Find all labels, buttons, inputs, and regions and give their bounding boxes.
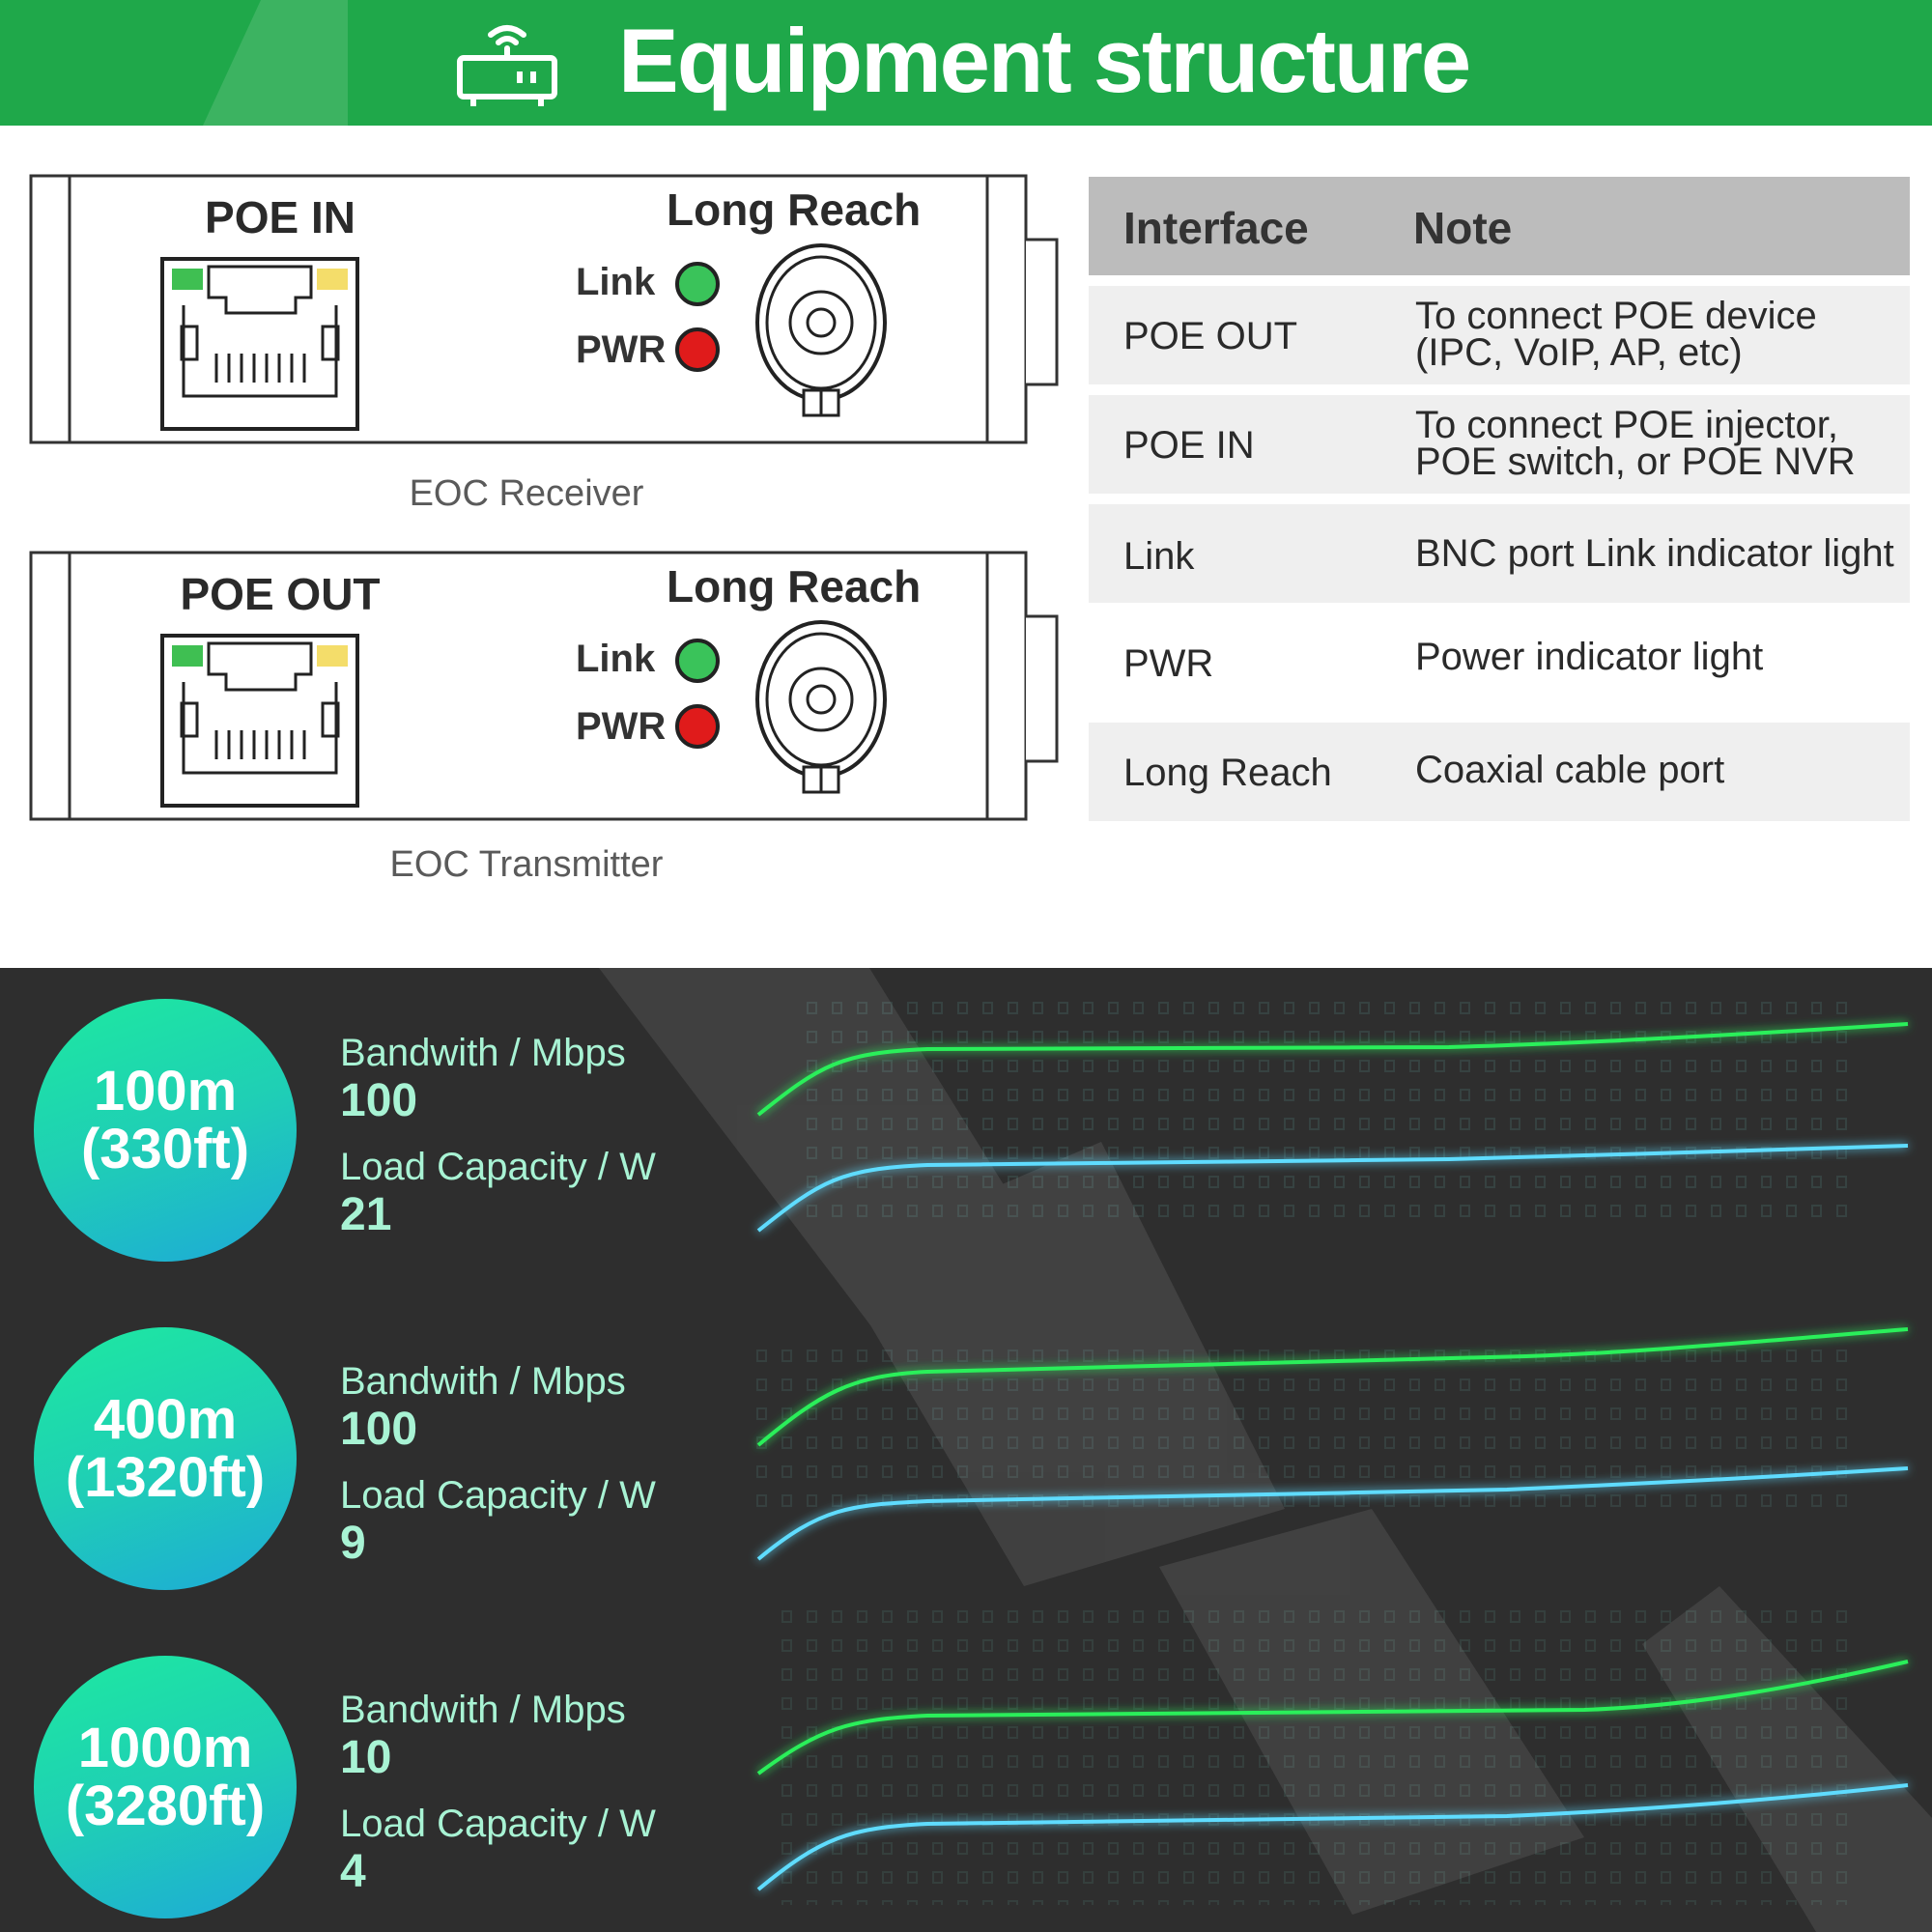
spec-section: 100m (330ft) Bandwith / Mbps 100 Load Ca… xyxy=(0,968,1932,1932)
distance-feet: (3280ft) xyxy=(65,1775,266,1837)
distance-feet: (1320ft) xyxy=(65,1446,266,1509)
signal-line-green xyxy=(756,1660,1909,1776)
grid-pattern xyxy=(773,1596,1855,1905)
link-led-icon xyxy=(675,639,720,683)
distance-meters: 1000m xyxy=(77,1717,253,1779)
router-icon xyxy=(457,25,557,106)
watermark-shape xyxy=(599,968,1932,1932)
bnc-port-icon xyxy=(755,243,887,417)
bnc-port-icon xyxy=(755,620,887,794)
row-note: To connect POE injector, POE switch, or … xyxy=(1415,404,1898,483)
eoc-receiver-panel: POE IN Long Reach Link PWR xyxy=(29,174,1063,444)
pwr-led-icon xyxy=(675,704,720,749)
distance-feet: (330ft) xyxy=(80,1118,250,1180)
table-header: Interface Note xyxy=(1089,177,1910,275)
row-note-line: To connect POE device xyxy=(1415,295,1817,337)
link-label: Link xyxy=(576,261,656,303)
row-interface: PWR xyxy=(1123,642,1214,685)
pwr-label: PWR xyxy=(576,705,667,748)
poe-out-label: POE OUT xyxy=(180,569,381,619)
rj45-port-icon xyxy=(160,257,359,431)
rj45-port-icon xyxy=(160,634,359,808)
load-value: 4 xyxy=(340,1846,366,1897)
row-note: Coaxial cable port xyxy=(1415,749,1725,791)
table-row: PWR Power indicator light xyxy=(1089,613,1910,712)
bandwidth-label: Bandwith / Mbps xyxy=(340,1032,626,1074)
header-note: Note xyxy=(1413,203,1513,253)
load-value: 21 xyxy=(340,1189,392,1240)
link-label: Link xyxy=(576,638,656,680)
distance-meters: 400m xyxy=(93,1388,238,1451)
header-interface: Interface xyxy=(1123,203,1309,253)
bandwidth-label: Bandwith / Mbps xyxy=(340,1360,626,1403)
header-decoration xyxy=(203,0,348,126)
row-interface: POE IN xyxy=(1123,424,1255,467)
spec-background xyxy=(599,968,1932,1932)
pwr-led-icon xyxy=(675,327,720,372)
load-label: Load Capacity / W xyxy=(340,1146,656,1188)
table-row: POE OUT To connect POE device (IPC, VoIP… xyxy=(1089,286,1910,384)
row-note-line: (IPC, VoIP, AP, etc) xyxy=(1415,331,1743,374)
bandwidth-value: 100 xyxy=(340,1075,418,1126)
header-banner: Equipment structure xyxy=(0,0,1932,126)
signal-line-green xyxy=(756,1327,1909,1447)
eoc-transmitter-panel: POE OUT Long Reach Link PWR xyxy=(29,551,1063,821)
bandwidth-value: 100 xyxy=(340,1404,418,1455)
distance-badge: 100m (330ft) xyxy=(34,999,297,1262)
page-title: Equipment structure xyxy=(618,10,1471,111)
long-reach-label: Long Reach xyxy=(667,561,922,611)
long-reach-label: Long Reach xyxy=(667,185,922,235)
row-interface: POE OUT xyxy=(1123,315,1298,357)
row-interface: Long Reach xyxy=(1123,752,1332,794)
poe-in-label: POE IN xyxy=(205,192,355,242)
grid-pattern xyxy=(792,987,1855,1229)
receiver-caption: EOC Receiver xyxy=(409,473,644,514)
row-note: Power indicator light xyxy=(1415,636,1764,678)
table-row: Link BNC port Link indicator light xyxy=(1089,504,1910,603)
signal-line-blue xyxy=(756,1466,1909,1561)
signal-line-green xyxy=(756,1022,1909,1117)
row-interface: Link xyxy=(1123,535,1195,578)
distance-badge: 400m (1320ft) xyxy=(34,1327,297,1590)
grid-pattern xyxy=(753,1335,1855,1519)
distance-meters: 100m xyxy=(93,1060,238,1122)
row-note: BNC port Link indicator light xyxy=(1415,532,1894,575)
distance-badge: 1000m (3280ft) xyxy=(34,1656,297,1918)
table-row: Long Reach Coaxial cable port xyxy=(1089,723,1910,821)
signal-line-blue xyxy=(756,1144,1909,1233)
load-value: 9 xyxy=(340,1518,366,1569)
transmitter-caption: EOC Transmitter xyxy=(389,844,664,885)
row-note-line: POE switch, or POE NVR xyxy=(1415,440,1856,483)
device-body xyxy=(29,551,1059,821)
load-label: Load Capacity / W xyxy=(340,1803,656,1845)
load-label: Load Capacity / W xyxy=(340,1474,656,1517)
row-note-line: To connect POE injector, xyxy=(1415,404,1839,446)
table-row: POE IN To connect POE injector, POE swit… xyxy=(1089,395,1910,494)
pwr-label: PWR xyxy=(576,328,667,371)
bandwidth-label: Bandwith / Mbps xyxy=(340,1689,626,1731)
link-led-icon xyxy=(675,262,720,306)
signal-line-blue xyxy=(756,1783,1909,1891)
row-note: To connect POE device (IPC, VoIP, AP, et… xyxy=(1415,295,1898,374)
device-body xyxy=(29,174,1059,444)
bandwidth-value: 10 xyxy=(340,1732,392,1783)
